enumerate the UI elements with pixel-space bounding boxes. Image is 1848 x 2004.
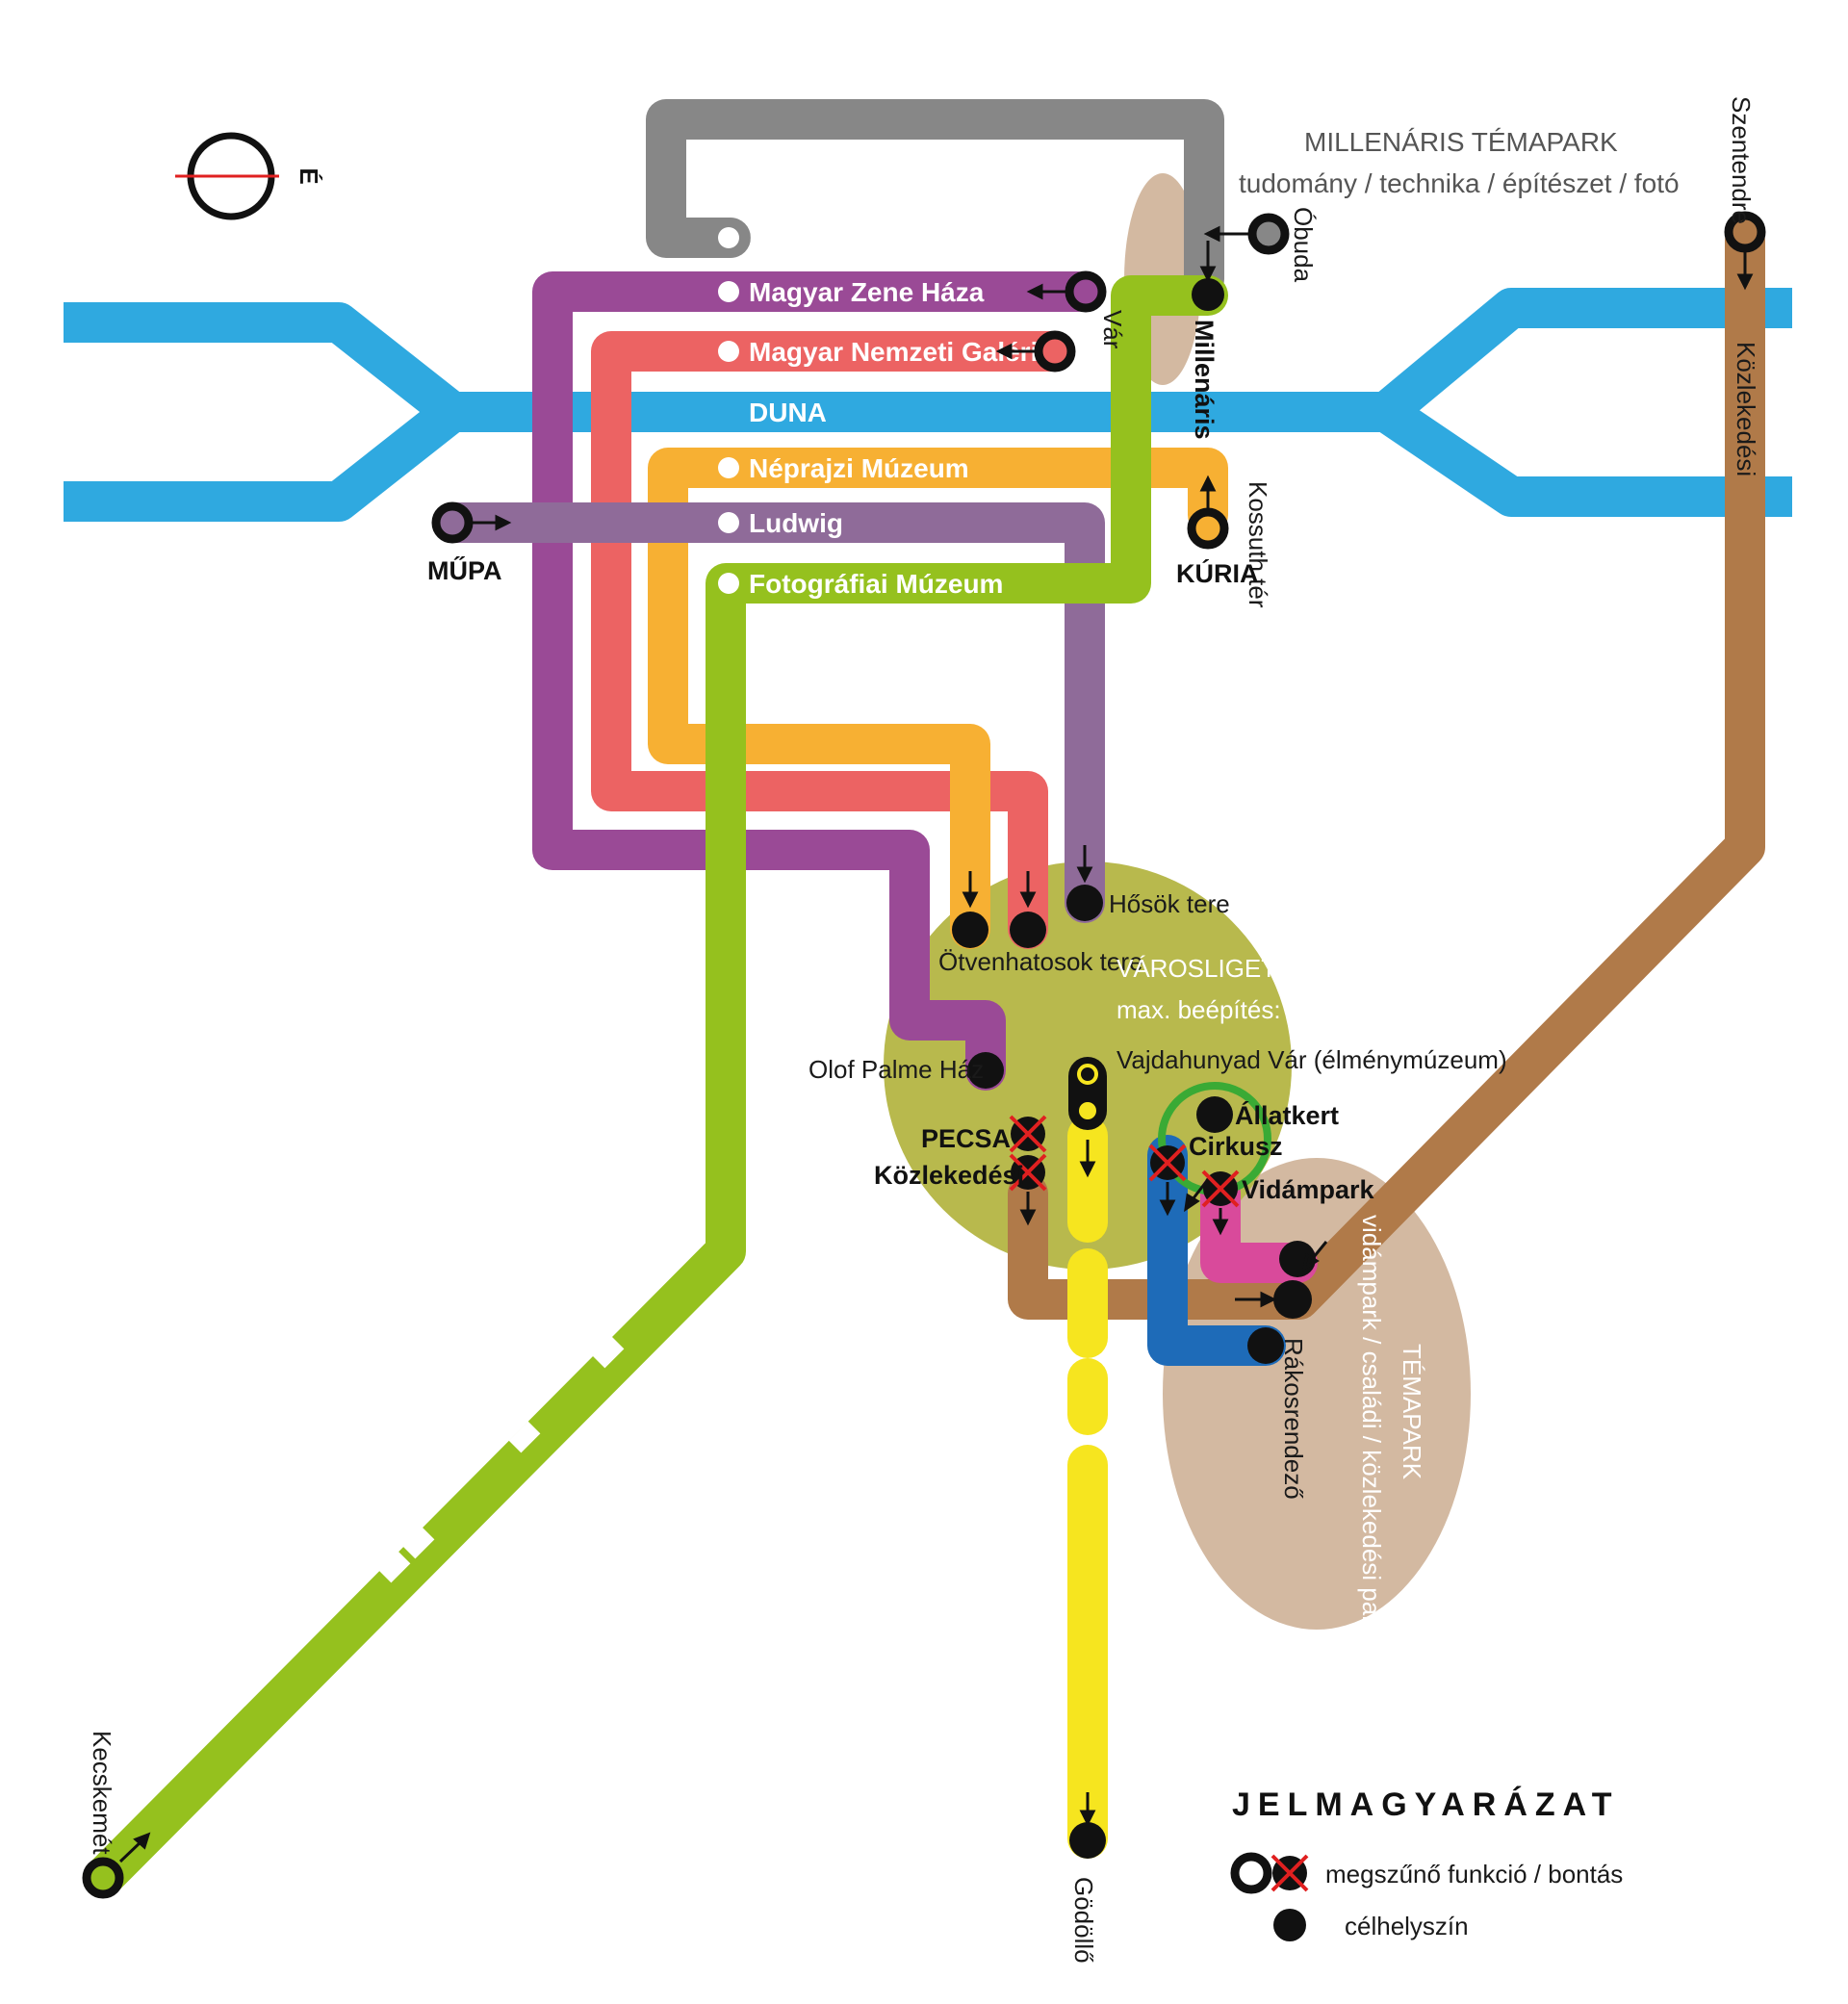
- label-var: Vár: [1098, 310, 1127, 349]
- museum-label-fotografiai[interactable]: Fotográfiai Múzeum: [749, 569, 1003, 599]
- closing-cirkusz[interactable]: [1148, 1143, 1187, 1182]
- red-line: [591, 331, 1069, 949]
- museum-dot-nemzeti-galeria: [718, 341, 739, 362]
- museum-label-epiteszeti[interactable]: Építészeti Múzeum: [749, 223, 989, 253]
- museum-label-neprajzi[interactable]: Néprajzi Múzeum: [749, 453, 969, 483]
- label-kossuth-ter: Kossuth tér: [1244, 481, 1272, 608]
- label-olof-palme: Olof Palme Ház: [808, 1055, 984, 1084]
- station-var-zene[interactable]: [1065, 270, 1107, 313]
- label-godollo: Gödöllő: [1069, 1877, 1098, 1964]
- label-obuda: Óbuda: [1289, 207, 1318, 283]
- museum-label-zene[interactable]: Magyar Zene Háza: [749, 277, 985, 307]
- label-hosok-tere: Hősök tere: [1109, 889, 1230, 918]
- label-allatkert: Állatkert: [1235, 1100, 1339, 1130]
- station-kuria[interactable]: [1187, 507, 1229, 550]
- label-kozlekedesi: Közlekedési: [874, 1161, 1024, 1190]
- legend-closing-icon: [1270, 1854, 1309, 1892]
- compass-label: É: [295, 167, 323, 184]
- river-label: DUNA: [749, 398, 827, 427]
- station-temapark[interactable]: [1273, 1280, 1312, 1319]
- station-olof-palme[interactable]: [967, 1052, 1004, 1089]
- closing-pecsa[interactable]: [1009, 1115, 1047, 1153]
- label-millenaris: Millenáris: [1190, 320, 1219, 440]
- label-szentendre: Szentendre: [1727, 96, 1756, 224]
- closing-markers: [1009, 1115, 1240, 1208]
- temapark-subtitle: vidámpark / családi / közlekedési park: [1357, 1215, 1386, 1637]
- station-var-galeria[interactable]: [1034, 330, 1076, 373]
- blue-line: [1147, 1135, 1286, 1366]
- legend-destination-icon: [1273, 1909, 1306, 1941]
- legend-item-destination: célhelyszín: [1345, 1912, 1469, 1940]
- grey-line: [646, 99, 1224, 299]
- station-otvenhatosok-1[interactable]: [952, 912, 988, 948]
- museum-dot-zene: [718, 281, 739, 302]
- station-millenaris[interactable]: [1192, 278, 1224, 311]
- direction-arrows: [118, 225, 1754, 1863]
- station-otvenhatosok-2[interactable]: [1010, 912, 1046, 948]
- closing-vidampark[interactable]: [1201, 1169, 1240, 1208]
- millenaris-park-subtitle: tudomány / technika / építészet / fotó: [1239, 168, 1680, 198]
- purple-line: [532, 271, 1098, 1091]
- label-kecskemet: Kecskemét: [88, 1731, 116, 1855]
- legend: JELMAGYARÁZAT megszűnő funkció / bontás …: [1230, 1786, 1623, 1941]
- museum-dot-fotografiai: [718, 573, 739, 594]
- label-vidampark: Vidámpark: [1242, 1175, 1375, 1204]
- station-godollo[interactable]: [1069, 1822, 1106, 1859]
- museum-dot-ludwig: [718, 512, 739, 533]
- varosliget-subtitle: max. beépítés: 5%: [1116, 995, 1323, 1024]
- station-mupa[interactable]: [431, 501, 474, 544]
- temapark-title: TÉMAPARK: [1398, 1344, 1426, 1480]
- museum-label-ludwig[interactable]: Ludwig: [749, 508, 843, 538]
- station-szentendre[interactable]: [1724, 211, 1766, 253]
- label-cirkusz: Cirkusz: [1189, 1132, 1283, 1161]
- legend-item-closing: megszűnő funkció / bontás: [1325, 1860, 1623, 1888]
- label-kozlekedesi-brown: Közlekedési: [1732, 342, 1760, 476]
- station-kecskemet[interactable]: [82, 1857, 124, 1899]
- lavender-line: [432, 502, 1105, 923]
- station-allatkert[interactable]: [1196, 1096, 1233, 1133]
- green-line: [86, 275, 1228, 1895]
- station-obuda[interactable]: [1247, 213, 1290, 255]
- legend-title: JELMAGYARÁZAT: [1232, 1786, 1619, 1823]
- label-otvenhatosok-tere: Ötvenhatosok tere: [938, 947, 1142, 976]
- label-mupa: MŰPA: [427, 555, 502, 585]
- north-compass-icon: É: [175, 132, 323, 220]
- millenaris-park-title: MILLENÁRIS TÉMAPARK: [1304, 127, 1618, 157]
- varosliget-title: VÁROSLIGET: [1116, 954, 1276, 983]
- label-rakosrendezo: Rákosrendező: [1279, 1338, 1308, 1500]
- museum-dot-neprajzi: [718, 457, 739, 478]
- legend-origin-icon: [1230, 1852, 1272, 1894]
- label-kuria: KÚRIA: [1176, 558, 1259, 588]
- station-rakosrendezo[interactable]: [1247, 1327, 1284, 1364]
- label-pecsa: PECSA: [921, 1124, 1011, 1153]
- label-vajdahunyad: Vajdahunyad Vár (élménymúzeum): [1116, 1045, 1507, 1074]
- green-line-breaks: [378, 1336, 625, 1583]
- station-vajdahunyad[interactable]: [1068, 1057, 1107, 1130]
- station-hosok-tere[interactable]: [1066, 885, 1103, 921]
- museum-dot-epiteszeti: [718, 227, 739, 248]
- closing-kozlekedesi[interactable]: [1009, 1153, 1047, 1192]
